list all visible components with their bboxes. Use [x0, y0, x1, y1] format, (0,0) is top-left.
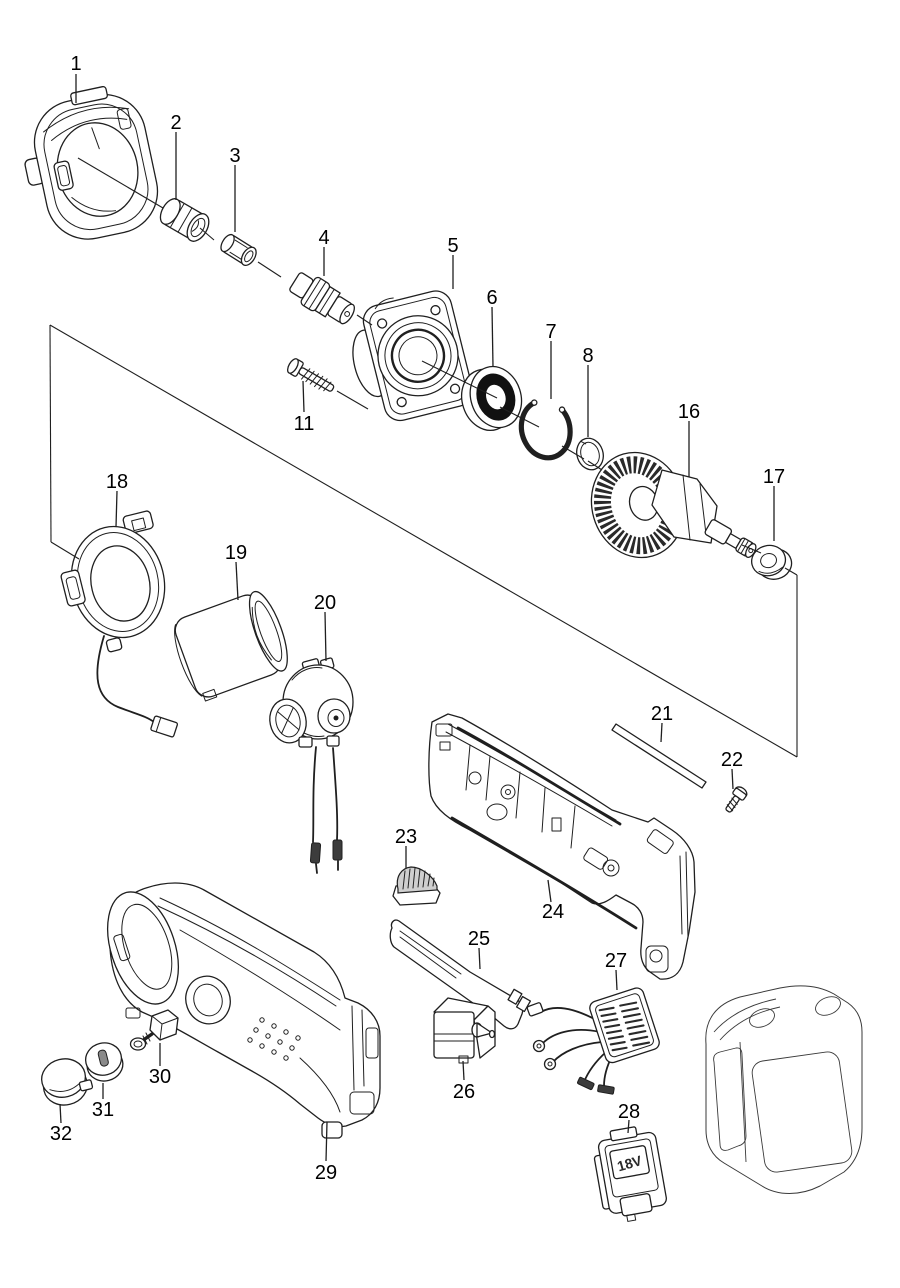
part-28-terminal-block-drawing: 18V — [593, 1126, 667, 1222]
part-28-voltage-marking: 18V — [615, 1152, 644, 1174]
part-label-4: 4 — [318, 227, 329, 249]
part-23-slide-button-drawing — [392, 866, 441, 906]
part-label-29: 29 — [315, 1162, 337, 1184]
axis-line-8 — [587, 460, 603, 471]
parts-artwork: 18V — [24, 85, 863, 1222]
axis-line-1 — [77, 157, 164, 209]
part-25-lock-bar-drawing — [389, 919, 532, 1030]
part-label-32: 32 — [50, 1123, 72, 1145]
part-29-housing-outer-drawing — [107, 882, 381, 1139]
part-label-8: 8 — [582, 345, 593, 367]
part-label-3: 3 — [229, 145, 240, 167]
part-16-armature-drawing — [590, 451, 757, 559]
leader-line-32 — [59, 1103, 62, 1124]
part-20-assembly-drawing — [269, 657, 354, 874]
axis-line-2 — [199, 227, 215, 241]
part-label-5: 5 — [447, 235, 458, 257]
leader-line-28 — [627, 1119, 630, 1134]
axis-line-6 — [499, 406, 540, 428]
part-31-grommet-drawing — [84, 1042, 124, 1082]
axis-line-15 — [336, 390, 369, 410]
part-label-19: 19 — [225, 542, 247, 564]
leader-line-26 — [462, 1060, 465, 1081]
leader-line-20 — [324, 611, 327, 662]
axis-line-13 — [49, 324, 52, 543]
part-4-spindle-drawing — [289, 272, 355, 325]
part-2-collet-nut-drawing — [159, 198, 210, 242]
part-label-31: 31 — [92, 1099, 114, 1121]
part-label-20: 20 — [314, 592, 336, 614]
leader-line-24 — [547, 879, 552, 903]
part-17-bearing-drawing — [751, 544, 793, 580]
leader-line-27 — [615, 969, 618, 991]
leader-line-18 — [115, 490, 118, 528]
part-19-sleeve-drawing — [174, 590, 288, 702]
part-label-11: 11 — [294, 413, 315, 435]
leader-line-19 — [235, 561, 239, 601]
part-5-bearing-box-drawing — [352, 290, 474, 422]
axis-line-7 — [561, 445, 585, 460]
axis-line-4 — [356, 314, 373, 326]
part-label-6: 6 — [486, 287, 497, 309]
part-27-controller-drawing — [526, 987, 660, 1095]
part-1-cover-ring-drawing — [24, 85, 159, 240]
leader-lines-layer — [59, 74, 775, 1162]
part-label-2: 2 — [170, 112, 181, 134]
part-label-25: 25 — [468, 928, 490, 950]
axis-line-12 — [49, 324, 798, 758]
part-label-16: 16 — [678, 401, 700, 423]
leader-line-11 — [302, 380, 305, 413]
part-30-screw-nut-drawing — [129, 1009, 179, 1051]
axis-line-5 — [421, 360, 498, 399]
leader-line-29 — [325, 1121, 328, 1162]
axis-line-14 — [50, 541, 80, 560]
part-32-cap-drawing — [41, 1058, 94, 1106]
part-7-snap-ring-drawing — [518, 399, 573, 461]
leader-line-22 — [731, 768, 734, 790]
part-26-switch-drawing — [433, 997, 496, 1064]
part-label-26: 26 — [453, 1081, 475, 1103]
part-label-21: 21 — [651, 703, 673, 725]
part-label-23: 23 — [395, 826, 417, 848]
part-label-7: 7 — [545, 321, 556, 343]
part-18-ring-lead-drawing — [60, 510, 179, 738]
part-label-22: 22 — [721, 749, 743, 771]
part-label-30: 30 — [149, 1066, 171, 1088]
part-label-27: 27 — [605, 950, 627, 972]
part-11-screw-drawing — [287, 358, 335, 392]
part-3-collet-drawing — [220, 233, 257, 267]
part-21-label-strip-drawing — [611, 723, 707, 789]
leader-line-25 — [478, 947, 481, 970]
part-label-18: 18 — [106, 471, 128, 493]
battery-pack-drawing — [705, 985, 863, 1194]
part-24-housing-inner-drawing — [428, 713, 696, 980]
part-label-1: 1 — [70, 53, 81, 75]
part-8-ring-drawing — [576, 437, 604, 471]
part-label-28: 28 — [618, 1101, 640, 1123]
leader-line-6 — [491, 306, 494, 368]
leader-line-21 — [660, 722, 663, 743]
axis-line-3 — [257, 261, 282, 278]
part-label-24: 24 — [542, 901, 564, 923]
axis-line-10 — [784, 567, 798, 576]
part-label-17: 17 — [763, 466, 785, 488]
axis-line-9 — [741, 544, 762, 554]
part-22-screw-drawing — [725, 786, 748, 813]
axis-lines-layer — [49, 157, 798, 758]
